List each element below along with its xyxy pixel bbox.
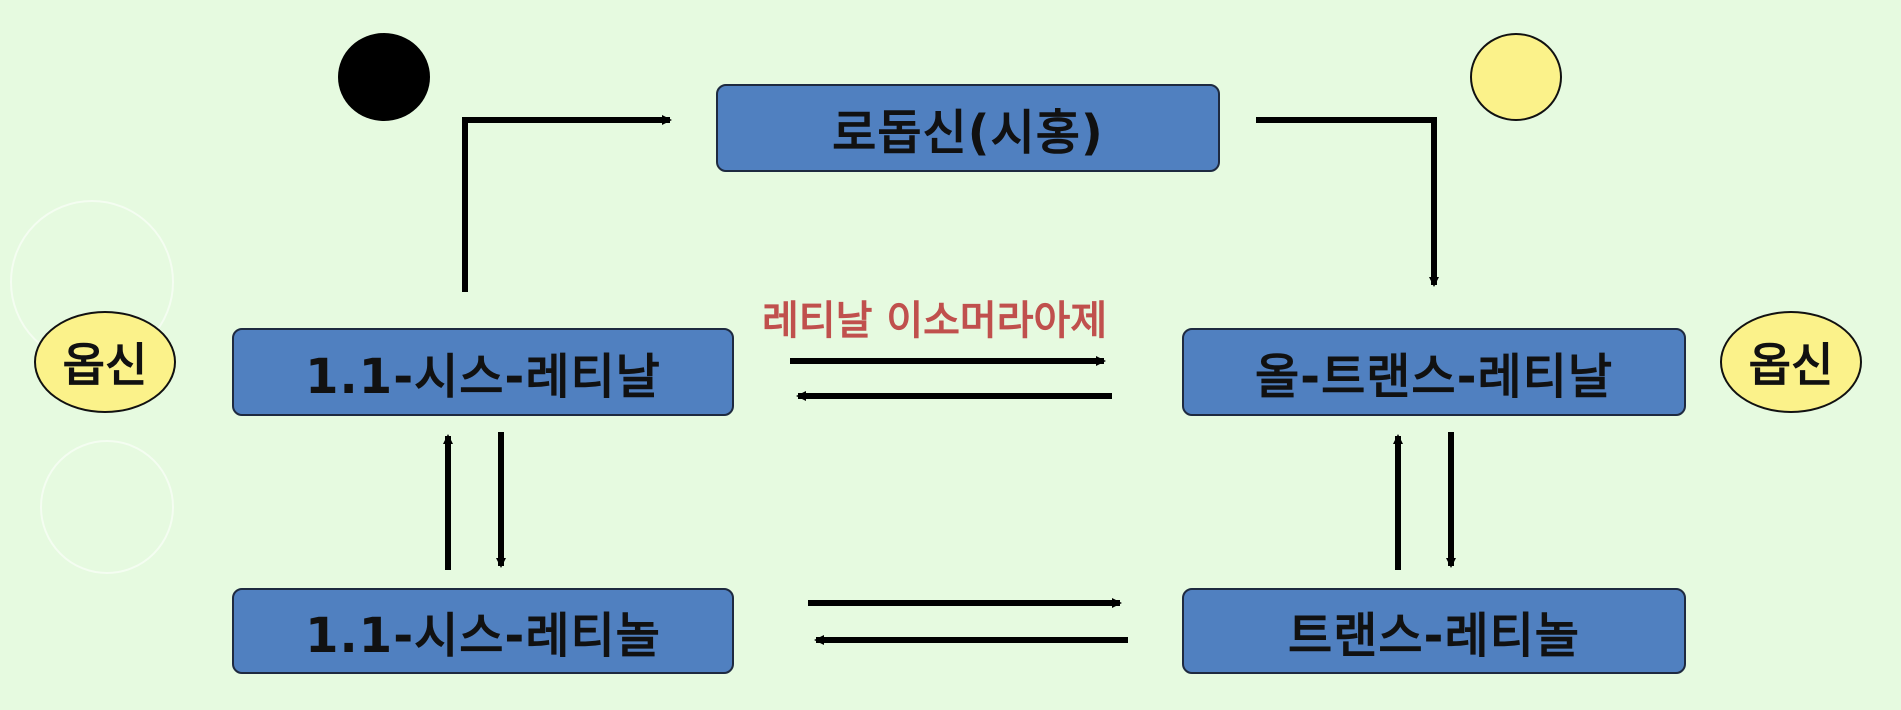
opsin-left-label: 옵신 xyxy=(62,338,148,392)
background-swirl xyxy=(40,440,174,574)
opsin-left: 옵신 xyxy=(34,311,176,413)
arrow-cis-retinal-to-rhodopsin xyxy=(462,115,672,292)
node-trans-retinol-label: 트랜스-레티놀 xyxy=(1288,608,1580,664)
start-node xyxy=(338,33,430,121)
node-rhodopsin: 로돕신(시홍) xyxy=(716,84,1220,172)
node-cis-retinol-label: 1.1-시스-레티놀 xyxy=(305,608,661,664)
node-cis-retinal-label: 1.1-시스-레티날 xyxy=(305,349,661,405)
enzyme-label: 레티날 이소머라아제 xyxy=(762,298,1108,344)
arrow-rhodopsin-to-trans-retinal xyxy=(1256,117,1439,287)
node-cis-retinol: 1.1-시스-레티놀 xyxy=(232,588,734,674)
opsin-right: 옵신 xyxy=(1720,311,1862,413)
node-trans-retinal: 올-트랜스-레티날 xyxy=(1182,328,1686,416)
opsin-right-label: 옵신 xyxy=(1748,338,1834,392)
node-trans-retinal-label: 올-트랜스-레티날 xyxy=(1255,349,1613,405)
node-rhodopsin-label: 로돕신(시홍) xyxy=(832,105,1104,161)
end-node xyxy=(1470,33,1562,121)
node-trans-retinol: 트랜스-레티놀 xyxy=(1182,588,1686,674)
node-cis-retinal: 1.1-시스-레티날 xyxy=(232,328,734,416)
